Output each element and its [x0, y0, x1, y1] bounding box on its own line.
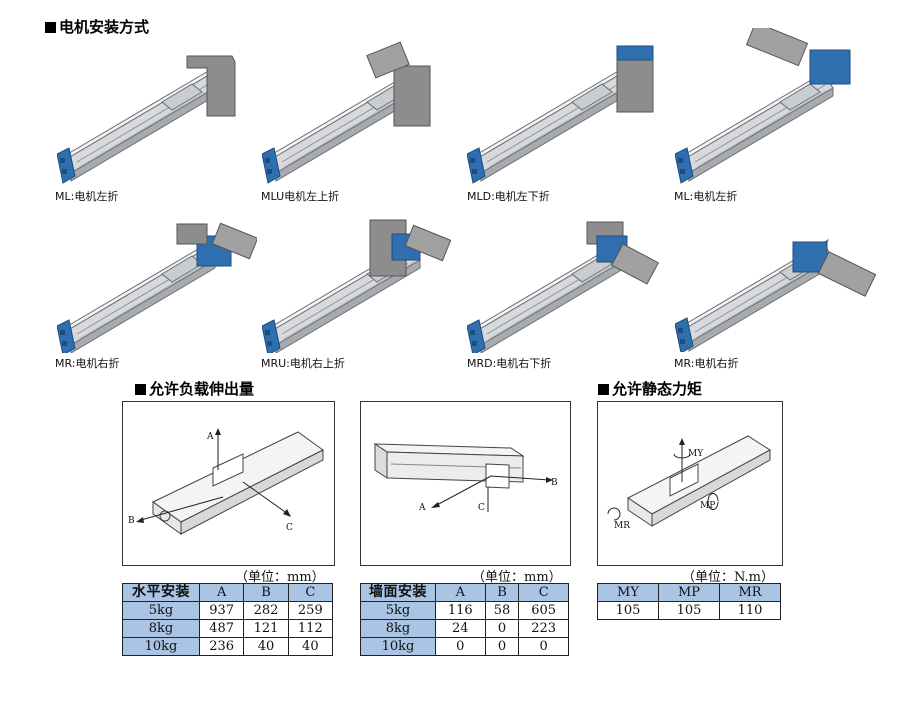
table-cell: 223 — [518, 619, 569, 638]
actuator-illustration-mr-alt — [675, 239, 877, 352]
wall-axis-c-label: C — [478, 503, 485, 513]
mount-caption-5: MR:电机右折 — [55, 357, 120, 370]
table-header-cell: MY — [597, 583, 659, 602]
table-header-cell: A — [435, 583, 486, 602]
mount-caption-3: MLD:电机左下折 — [467, 190, 550, 203]
table-cell: 282 — [243, 601, 289, 620]
mount-caption-1: ML:电机左折 — [55, 190, 119, 203]
wall-axis-b-label: B — [551, 478, 558, 488]
moment-axis-mp-label: MP — [700, 501, 715, 511]
overhang-title: 允许负载伸出量 — [149, 380, 255, 398]
table-row: 5kg 116 58 605 — [360, 601, 569, 620]
table-row-label: 8kg — [122, 619, 200, 638]
table-cell: 105 — [658, 601, 720, 620]
table-cell: 105 — [597, 601, 659, 620]
moment-table: MY MP MR 105 105 110 — [597, 583, 781, 620]
table-header-cell: MR — [719, 583, 781, 602]
table-row-label: 8kg — [360, 619, 436, 638]
table-cell: 121 — [243, 619, 289, 638]
table-header-cell: B — [243, 583, 289, 602]
table-header-cell: A — [198, 583, 245, 602]
table-header-row: MY MP MR — [597, 583, 781, 602]
horizontal-axis-a-label: A — [206, 432, 214, 442]
table-header-cell: B — [484, 583, 520, 602]
moment-axis-my-label: MY — [688, 449, 704, 459]
wall-unit-label: （单位：mm） — [472, 570, 562, 585]
wall-axis-a-label: A — [418, 503, 426, 513]
table-cell: 40 — [287, 637, 334, 656]
mount-caption-4: ML:电机左折 — [674, 190, 738, 203]
table-cell: 0 — [484, 619, 520, 638]
table-cell: 40 — [243, 637, 289, 656]
table-header-row: 墙面安装 A B C — [360, 583, 569, 602]
actuator-illustration-mrd — [467, 221, 659, 353]
actuator-illustration-ml-alt — [675, 28, 851, 184]
square-bullet-icon — [598, 384, 609, 395]
table-header-cell: MP — [658, 583, 720, 602]
table-cell: 0 — [435, 637, 486, 656]
table-row-label: 10kg — [122, 637, 200, 656]
table-cell: 487 — [198, 619, 245, 638]
table-cell: 58 — [484, 601, 520, 620]
table-cell: 236 — [198, 637, 245, 656]
table-header-cell: C — [287, 583, 334, 602]
table-row: 105 105 110 — [597, 601, 781, 620]
table-cell: 0 — [484, 637, 520, 656]
moment-unit-label: （单位：N.m） — [682, 570, 775, 585]
moment-heading: 允许静态力矩 — [598, 378, 702, 399]
table-row-label: 5kg — [122, 601, 200, 620]
mount-heading: 电机安装方式 — [45, 16, 149, 37]
actuator-illustration-mr — [57, 222, 257, 353]
table-row: 10kg 236 40 40 — [122, 637, 334, 656]
mount-caption-7: MRD:电机右下折 — [467, 357, 552, 370]
actuator-illustration-mru — [262, 219, 452, 353]
table-cell: 24 — [435, 619, 486, 638]
mount-caption-8: MR:电机右折 — [674, 357, 739, 370]
table-cell: 0 — [518, 637, 569, 656]
table-cell: 259 — [287, 601, 334, 620]
wall-overhang-diagram: B A C — [360, 401, 571, 566]
mount-caption-2: MLU电机左上折 — [261, 190, 340, 203]
table-header-row: 水平安装 A B C — [122, 583, 334, 602]
actuator-illustration-ml — [57, 55, 236, 184]
table-cell: 110 — [719, 601, 781, 620]
moment-diagram: MY MP MR — [597, 401, 783, 566]
table-header-cell: C — [518, 583, 569, 602]
table-row-label: 5kg — [360, 601, 436, 620]
actuator-illustration-mld — [467, 45, 654, 184]
actuator-illustration-mlu — [262, 41, 431, 184]
horizontal-overhang-drawing: A B C — [128, 428, 324, 535]
horizontal-axis-b-label: B — [128, 516, 135, 526]
table-cell: 605 — [518, 601, 569, 620]
table-cell: 937 — [198, 601, 245, 620]
horizontal-overhang-table: 水平安装 A B C 5kg 937 282 259 8kg 487 121 1… — [122, 583, 334, 656]
table-row: 5kg 937 282 259 — [122, 601, 334, 620]
horizontal-axis-c-label: C — [286, 523, 293, 533]
table-header-cell: 墙面安装 — [360, 583, 436, 602]
mount-caption-6: MRU:电机右上折 — [261, 357, 345, 370]
moment-title: 允许静态力矩 — [612, 380, 703, 398]
moment-drawing: MY MP MR — [607, 435, 771, 531]
horizontal-unit-label: （单位：mm） — [235, 570, 325, 585]
table-row: 10kg 0 0 0 — [360, 637, 569, 656]
table-header-cell: 水平安装 — [122, 583, 200, 602]
square-bullet-icon — [135, 384, 146, 395]
table-row: 8kg 24 0 223 — [360, 619, 569, 638]
square-bullet-icon — [45, 22, 56, 33]
wall-overhang-table: 墙面安装 A B C 5kg 116 58 605 8kg 24 0 223 1… — [360, 583, 569, 656]
mount-title: 电机安装方式 — [59, 18, 150, 36]
table-cell: 112 — [287, 619, 334, 638]
table-row: 8kg 487 121 112 — [122, 619, 334, 638]
wall-overhang-drawing: B A C — [373, 443, 558, 513]
overhang-heading: 允许负载伸出量 — [135, 378, 254, 399]
table-cell: 116 — [435, 601, 486, 620]
moment-axis-mr-label: MR — [614, 521, 630, 531]
table-row-label: 10kg — [360, 637, 436, 656]
horizontal-overhang-diagram: A B C — [122, 401, 335, 566]
